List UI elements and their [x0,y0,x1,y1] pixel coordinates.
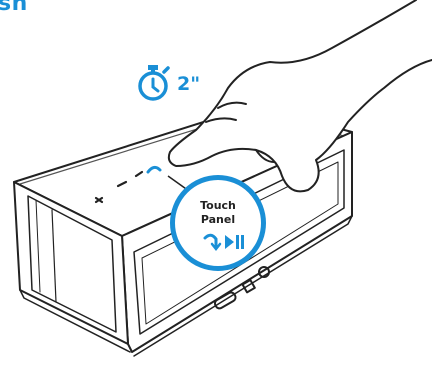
touch-panel-callout: Touch Panel [170,175,266,271]
callout-title-line2: Panel [175,213,261,227]
play-pause-icon [225,235,244,249]
callout-icons [202,232,246,252]
timer-duration-label: 2" [177,73,200,95]
stopwatch-icon [135,62,175,104]
timer-indicator: 2" [135,62,215,104]
callout-title-line1: Touch [175,199,261,213]
